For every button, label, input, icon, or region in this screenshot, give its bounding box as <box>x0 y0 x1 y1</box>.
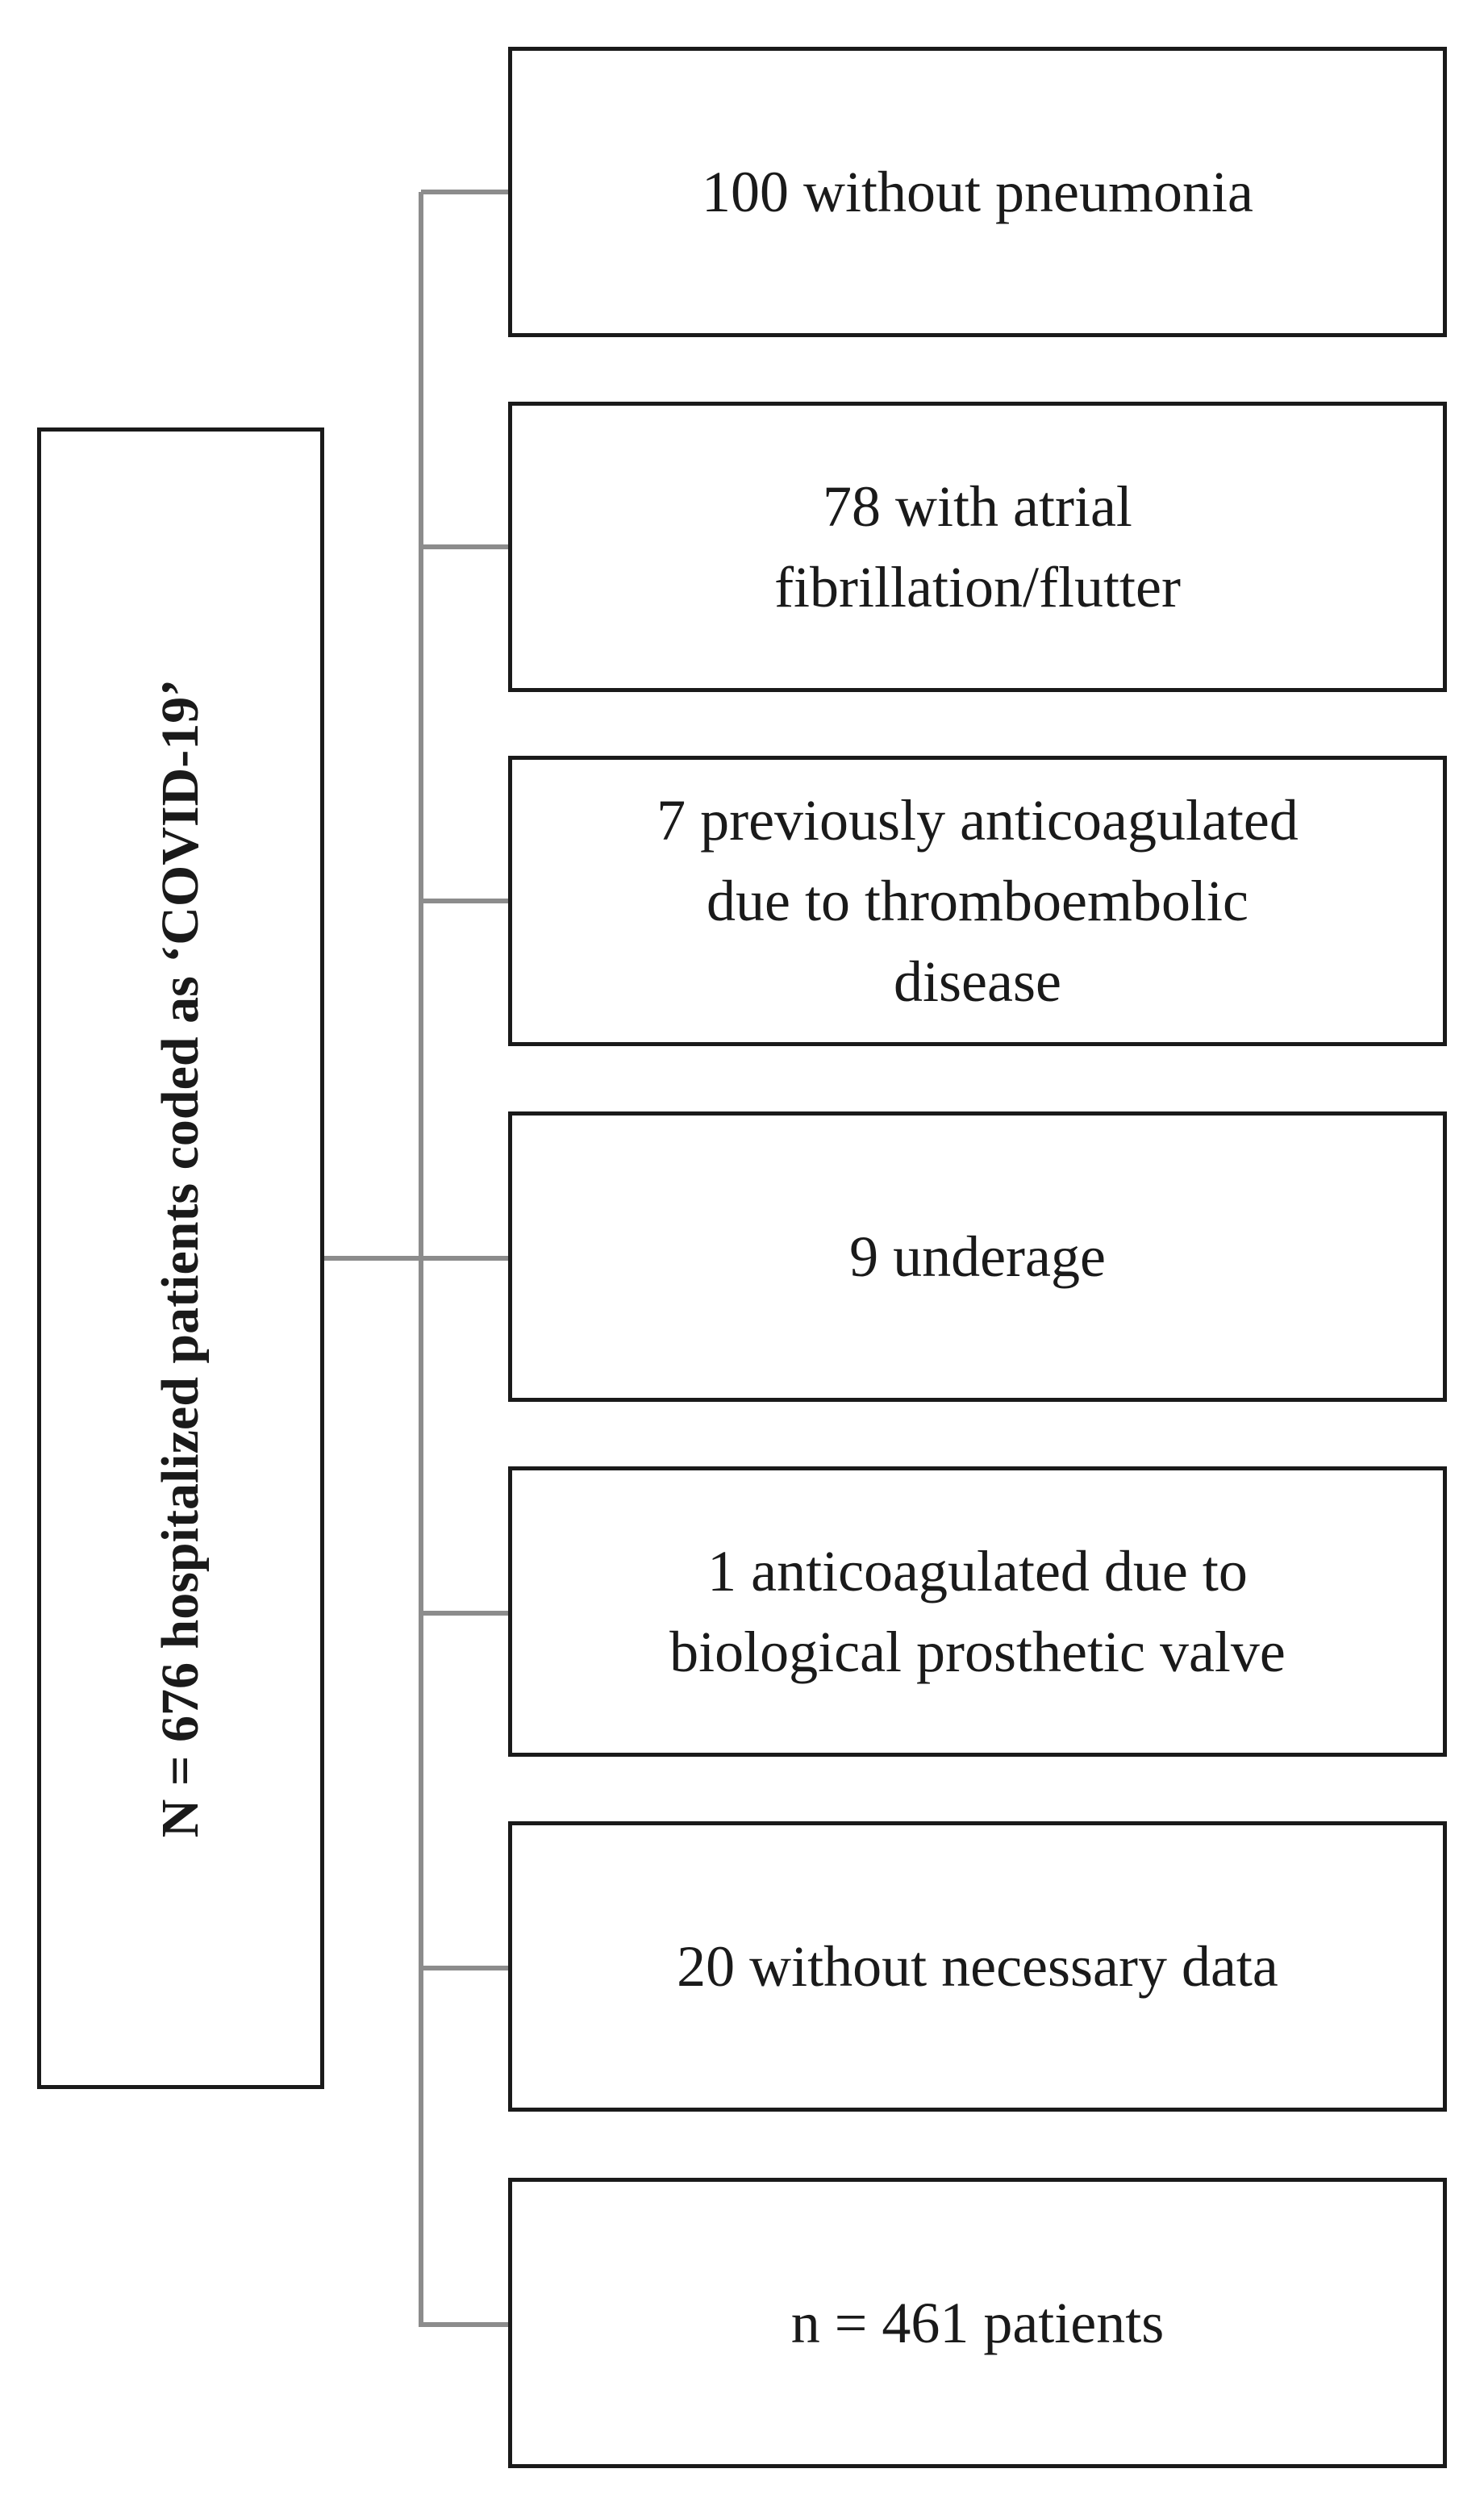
final-cohort-box: n = 461 patients <box>508 2178 1447 2468</box>
exclusion-box-prosthetic-valve: 1 anticoagulated due to biological prost… <box>508 1466 1447 1757</box>
exclusion-text-no-pneumonia: 100 without pneumonia <box>702 160 1253 224</box>
exclusion-text-prosthetic-valve: 1 anticoagulated due to biological prost… <box>669 1539 1286 1684</box>
exclusion-text-missing-data: 20 without necessary data <box>677 1934 1278 1999</box>
exclusion-box-missing-data: 20 without necessary data <box>508 1821 1447 2112</box>
exclusion-text-previously-anticoagulated: 7 previously anticoagulated due to throm… <box>657 788 1298 1014</box>
exclusion-box-previously-anticoagulated: 7 previously anticoagulated due to throm… <box>508 756 1447 1046</box>
source-population-label: N = 676 hospitalized patients coded as ‘… <box>151 678 210 1838</box>
exclusion-box-underage: 9 underage <box>508 1111 1447 1402</box>
exclusion-box-no-pneumonia: 100 without pneumonia <box>508 47 1447 337</box>
final-cohort-text: n = 461 patients <box>790 2291 1165 2355</box>
exclusion-text-underage: 9 underage <box>849 1224 1106 1289</box>
exclusion-box-atrial-fibrillation: 78 with atrial fibrillation/flutter <box>508 402 1447 692</box>
exclusion-text-atrial-fibrillation: 78 with atrial fibrillation/flutter <box>774 474 1181 619</box>
source-population-box: N = 676 hospitalized patients coded as ‘… <box>37 427 324 2089</box>
